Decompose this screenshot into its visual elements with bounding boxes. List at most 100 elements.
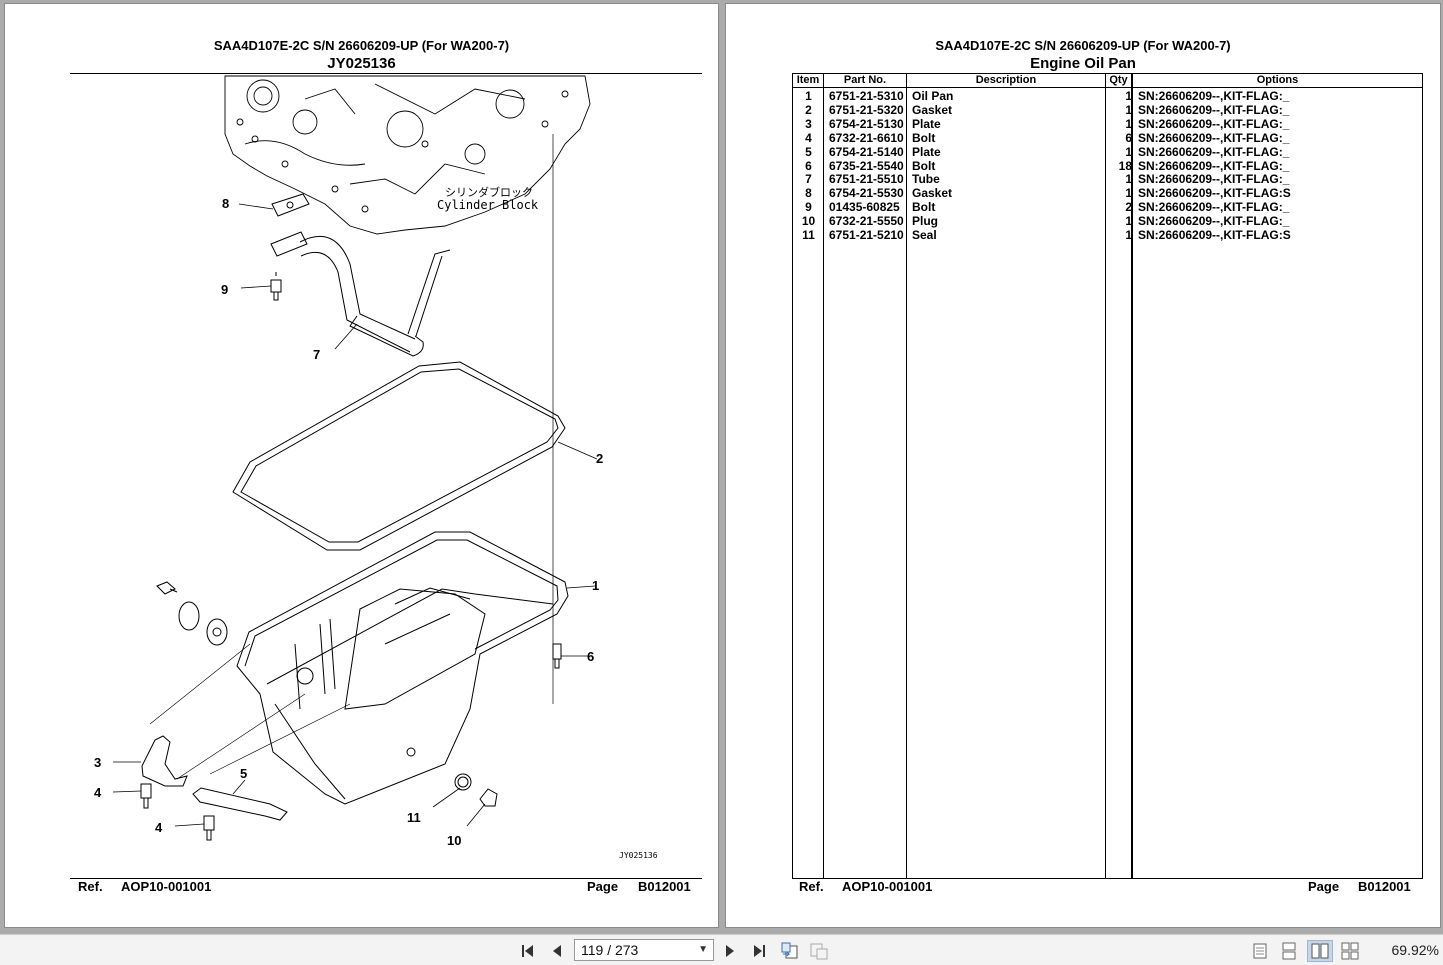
description-cell: Plate	[912, 144, 941, 159]
callout-1: 1	[592, 578, 599, 593]
description-cell: Plug	[912, 214, 938, 229]
first-page-icon[interactable]	[517, 940, 539, 962]
qty-cell: 18	[1118, 158, 1132, 173]
column-divider	[823, 74, 824, 878]
options-cell: SN:26606209--,KIT-FLAG:_	[1138, 144, 1290, 159]
options-cell: SN:26606209--,KIT-FLAG:_	[1138, 116, 1290, 131]
item-cell: 7	[805, 172, 812, 187]
page-label: Page	[587, 879, 619, 894]
qty-cell: 1	[1125, 89, 1132, 103]
oil-pan-gasket	[232, 361, 566, 551]
page-code: B012001	[1358, 879, 1411, 894]
callout-8: 8	[222, 196, 229, 211]
cylinder-block	[224, 75, 591, 235]
page-title: SAA4D107E-2C S/N 26606209-UP (For WA200-…	[935, 38, 1231, 53]
part-number-cell: 6735-21-5540	[829, 158, 904, 173]
cylinder-block-label: Cylinder Block	[437, 198, 539, 212]
qty-cell: 1	[1125, 144, 1132, 159]
callout-2: 2	[596, 451, 603, 466]
viewer-toolbar: 119 / 273 ▼ 69.92%	[0, 934, 1443, 965]
part-number-cell: 01435-60825	[829, 200, 900, 215]
header-description: Description	[975, 74, 1037, 86]
item-cell: 1	[805, 89, 812, 103]
description-cell: Seal	[912, 228, 937, 242]
single-page-view-icon[interactable]	[1249, 940, 1271, 962]
two-page-view-icon[interactable]	[1307, 940, 1333, 962]
item-cell: 4	[805, 130, 812, 145]
options-cell: SN:26606209--,KIT-FLAG:_	[1138, 214, 1290, 229]
column-divider	[906, 74, 907, 878]
part-number-cell: 6732-21-6610	[829, 130, 904, 145]
qty-cell: 1	[1125, 214, 1132, 229]
item-cell: 2	[805, 102, 812, 117]
ref-label: Ref.	[799, 879, 824, 894]
callout-11: 11	[407, 810, 421, 825]
callout-9: 9	[221, 282, 228, 297]
zoom-level[interactable]: 69.92%	[1391, 942, 1439, 958]
ref-value: AOP10-001001	[121, 879, 212, 894]
column-divider	[1131, 74, 1133, 878]
oil-tube	[270, 231, 451, 357]
part-number-cell: 6754-21-5130	[829, 116, 904, 131]
item-cell: 3	[805, 116, 812, 131]
qty-cell: 2	[1125, 200, 1132, 215]
callout-5: 5	[240, 766, 247, 781]
qty-cell: 1	[1125, 102, 1132, 117]
footer-rule	[70, 878, 702, 879]
qty-cell: 1	[1125, 228, 1132, 242]
header-item: Item	[796, 74, 820, 86]
options-cell: SN:26606209--,KIT-FLAG:_	[1138, 172, 1290, 187]
callout-6: 6	[587, 649, 594, 664]
last-page-icon[interactable]	[748, 940, 770, 962]
previous-page-icon[interactable]	[546, 940, 568, 962]
options-cell: SN:26606209--,KIT-FLAG:S	[1138, 186, 1291, 201]
callout-3: 3	[94, 755, 101, 770]
part-number-cell: 6751-21-5510	[829, 172, 904, 187]
left-page: SAA4D107E-2C S/N 26606209-UP (For WA200-…	[5, 4, 718, 927]
page-number-select[interactable]: 119 / 273 ▼	[574, 939, 714, 961]
go-forward-view-icon[interactable]	[808, 940, 830, 962]
callout-4b: 4	[155, 820, 163, 835]
header-rule	[70, 73, 702, 74]
callout-4a: 4	[94, 785, 102, 800]
qty-cell: 1	[1125, 186, 1132, 201]
description-cell: Tube	[912, 172, 940, 187]
page-code: B012001	[638, 879, 691, 894]
go-back-view-icon[interactable]	[779, 940, 801, 962]
exploded-parts-diagram: 8 9 7 2 1 6 3 4 5 4 11 10 シリンダブロック Cylin…	[94, 75, 658, 860]
qty-cell: 1	[1125, 116, 1132, 131]
part-number-cell: 6751-21-5320	[829, 102, 904, 117]
callout-7: 7	[313, 347, 320, 362]
two-page-continuous-view-icon[interactable]	[1339, 940, 1361, 962]
part-number-cell: 6751-21-5310	[829, 89, 904, 103]
page-indicator: 119 / 273	[581, 942, 639, 958]
options-cell: SN:26606209--,KIT-FLAG:_	[1138, 130, 1290, 145]
next-page-icon[interactable]	[719, 940, 741, 962]
callout-10: 10	[447, 833, 461, 848]
header-part-no: Part No.	[843, 74, 887, 86]
description-cell: Bolt	[912, 158, 936, 173]
item-cell: 11	[802, 228, 815, 242]
header-qty: Qty	[1109, 74, 1128, 86]
chevron-down-icon: ▼	[698, 944, 708, 955]
column-divider	[1105, 74, 1106, 878]
description-cell: Oil Pan	[912, 89, 954, 103]
right-page: SAA4D107E-2C S/N 26606209-UP (For WA200-…	[726, 4, 1440, 927]
part-number-cell: 6751-21-5210	[829, 228, 904, 242]
drawing-id: JY025136	[619, 851, 658, 860]
continuous-view-icon[interactable]	[1278, 940, 1300, 962]
part-number-cell: 6754-21-5530	[829, 186, 904, 201]
options-cell: SN:26606209--,KIT-FLAG:_	[1138, 89, 1290, 103]
ref-label: Ref.	[78, 879, 103, 894]
description-cell: Bolt	[912, 130, 936, 145]
part-number-cell: 6732-21-5550	[829, 214, 904, 229]
header-divider	[793, 87, 1422, 88]
